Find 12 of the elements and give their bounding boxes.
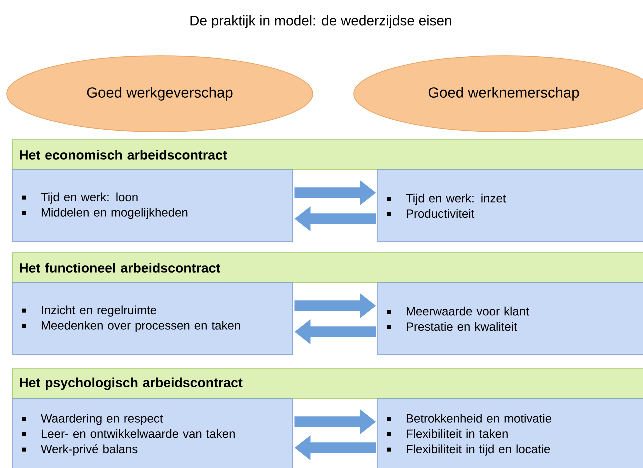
bullet-box: Meerwaarde voor klant Prestatie en kwaliteit [378, 282, 643, 356]
bullet-box: Inzicht en regelruimte Meedenken over processen en taken [12, 282, 294, 356]
bullet-box: Tijd en werk: loon Middelen en mogelijkheden [12, 170, 294, 242]
oval: Goed werkgeverschap [6, 56, 314, 132]
oval: Goed werknemerschap [354, 56, 643, 132]
section-header: Het functioneel arbeidscontract [12, 252, 643, 284]
section-header: Het psychologisch arbeidscontract [12, 368, 643, 400]
bullet-box: Waardering en respect Leer- en ontwikkelwaarde van taken Werk-privé balans [12, 398, 294, 468]
diagram-title: De praktijk in model: de wederzijdse eisen [190, 15, 452, 29]
bullet-box: Betrokkenheid en motivatie Flexibiliteit in taken Flexibiliteit in tijd en locatie [378, 398, 643, 468]
bullet-box: Tijd en werk: inzet Productiviteit [378, 170, 643, 242]
section-header: Het economisch arbeidscontract [12, 140, 643, 170]
